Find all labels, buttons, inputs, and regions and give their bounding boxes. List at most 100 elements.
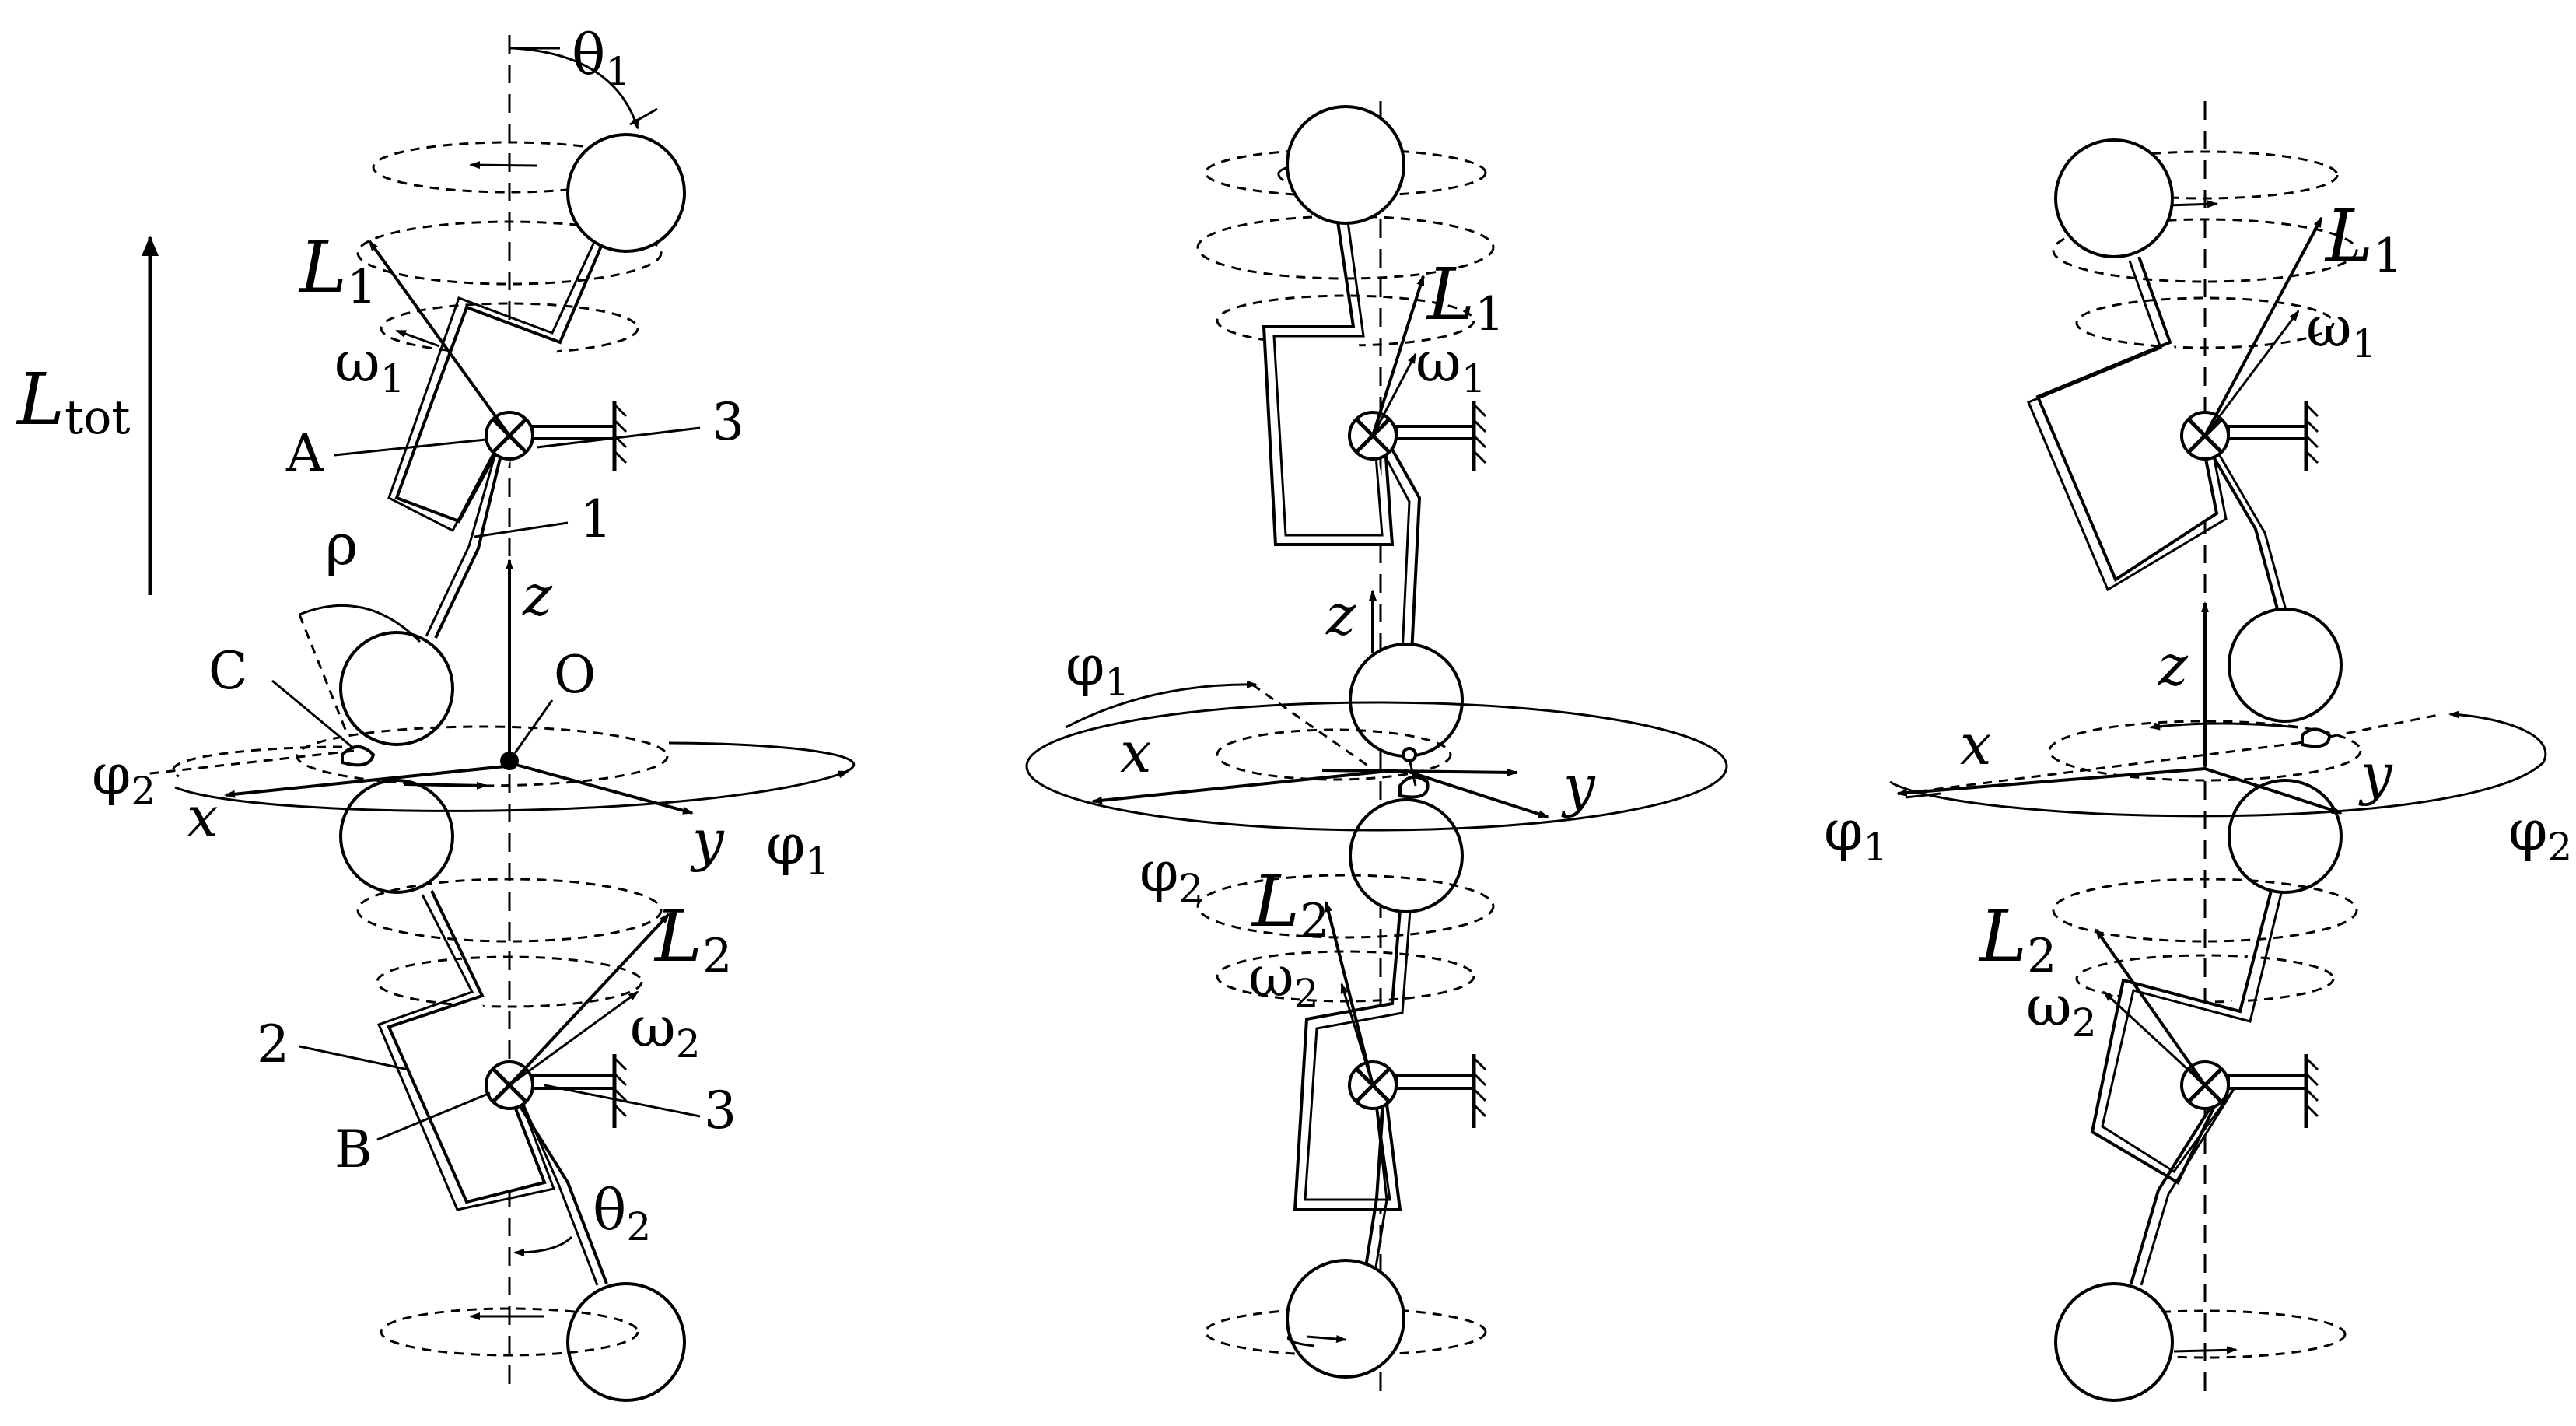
label-a: A — [285, 423, 324, 483]
omega1-label-left: ω1 — [334, 329, 405, 401]
theta2-arc — [513, 1235, 573, 1256]
orbit-middle-small-r — [2048, 720, 2362, 782]
phi1-label-left: φ1 — [766, 811, 830, 884]
z-label-middle: z — [1325, 582, 1356, 647]
theta1-end-tick — [629, 107, 658, 126]
l2-arrow-middle — [1325, 901, 1374, 1086]
top-ball-right — [2054, 138, 2174, 258]
label-2: 2 — [257, 1014, 289, 1074]
orbit-bottom-arrow-r — [2173, 1346, 2238, 1354]
l1-arrow-right — [2203, 216, 2323, 436]
upper-mid-ball-left — [339, 631, 454, 746]
lower-mid-ball-left — [339, 779, 454, 894]
z-label-left: z — [522, 562, 553, 628]
x-label-left: x — [187, 784, 219, 850]
orbit-upper-low-r — [2075, 296, 2335, 349]
panel-middle: L1 ω1 z x y φ1 φ2 — [1025, 101, 1728, 1393]
x-axis-middle — [1091, 769, 1397, 804]
x-axis-left-back — [404, 781, 488, 790]
upper-rod-r — [2035, 256, 2280, 615]
x-axis-right — [1896, 767, 2206, 797]
lower-rod-m — [1293, 909, 1402, 1273]
phi1-label-right: φ1 — [1824, 797, 1888, 870]
y-axis-right — [2204, 767, 2343, 815]
upper-mid-ball-middle — [1349, 643, 1464, 758]
l1-label-middle: L1 — [1426, 253, 1504, 342]
phi2-label-right: φ2 — [2508, 797, 2572, 870]
upper-rod-m — [1262, 221, 1422, 654]
top-ball-left — [566, 133, 686, 253]
l2-arrow-right — [2095, 928, 2207, 1087]
orbit-bottom-r — [2063, 1309, 2347, 1359]
x-axis-middle-back — [1321, 768, 1518, 776]
omega2-label-middle: ω2 — [1248, 944, 1319, 1016]
orbit-upper-mid — [356, 220, 663, 286]
bottom-ball-right — [2054, 1282, 2174, 1402]
omega2-arrow-right — [2102, 990, 2207, 1087]
y-axis-left — [513, 762, 694, 815]
support-a — [531, 425, 616, 440]
orbit-middle-big-m — [1025, 701, 1728, 832]
orbit-bottom — [380, 1307, 639, 1357]
omega2-arrow-left — [509, 990, 639, 1087]
lower-mid-ball-middle — [1349, 798, 1464, 913]
l1-arrow-middle — [1371, 275, 1425, 436]
omega2-arrow-middle — [1340, 983, 1374, 1086]
x-label-right: x — [1960, 712, 1992, 777]
orbit-lower-high-m — [1196, 874, 1495, 939]
y-label-middle: y — [1561, 753, 1596, 818]
panel-left: Ltot θ1 — [16, 22, 855, 1402]
lower-rod-inner — [376, 894, 599, 1286]
bottom-ball-middle — [1286, 1259, 1405, 1379]
l2-label-right: L2 — [1978, 895, 2056, 983]
orbit-bottom-m — [1204, 1307, 1487, 1357]
orbit-lower-high-r — [2052, 878, 2358, 943]
label-o: O — [554, 645, 596, 705]
omega2-label-right: ω2 — [2026, 973, 2097, 1046]
lower-mid-ball-right — [2228, 779, 2343, 894]
l1-label-left: L1 — [298, 226, 376, 314]
l-tot-label: Ltot — [16, 358, 130, 445]
l1-arrow-left — [368, 240, 511, 437]
theta1-label: θ1 — [572, 22, 630, 94]
upper-mid-ball-right — [2228, 608, 2343, 723]
upper-rod-m-inner — [1272, 221, 1411, 654]
phi1-arc-middle — [1065, 680, 1258, 729]
z-label-right: z — [2158, 632, 2189, 698]
omega1-arrow-left — [395, 329, 440, 348]
phi2-label-left: φ2 — [92, 741, 156, 814]
joint-c — [341, 745, 376, 767]
upper-rod-r-inner — [2027, 260, 2290, 619]
y-label-left: y — [690, 808, 725, 873]
upper-rod-inner — [387, 231, 600, 637]
l2-label-left: L2 — [653, 895, 732, 983]
l2-arrow-left — [508, 913, 670, 1087]
phi-orbit-right — [1889, 710, 2547, 818]
orbit-middle-small-m — [1216, 728, 1452, 781]
x-label-middle: x — [1120, 720, 1152, 785]
rho-arc — [299, 604, 422, 643]
orbit-top-m — [1204, 148, 1487, 198]
label-1: 1 — [579, 489, 612, 549]
lower-rod-r-inner — [2101, 892, 2283, 1286]
rho-label: ρ — [325, 512, 358, 577]
omega1-arrow-middle — [1371, 352, 1417, 436]
orbit-lower-high — [356, 878, 663, 943]
label-c: C — [208, 641, 248, 701]
phi1-orbit — [174, 741, 855, 812]
omega1-label-middle: ω1 — [1416, 329, 1486, 401]
y-axis-middle — [1403, 769, 1549, 818]
joint-c-middle — [1398, 775, 1430, 799]
label-3-upper: 3 — [712, 392, 744, 452]
phi2-label-middle: φ2 — [1139, 839, 1203, 911]
orbit-lower-mid-m — [1216, 950, 1475, 1003]
x-axis-left — [224, 765, 506, 798]
bottom-ball-left — [566, 1282, 686, 1402]
joint-c-right — [2301, 727, 2332, 748]
orbit-lower-mid — [376, 955, 643, 1008]
theta1-arc — [513, 47, 639, 130]
panel-right: L1 ω1 z x y φ1 φ2 — [1824, 101, 2572, 1402]
l2-label-middle: L2 — [1251, 860, 1329, 948]
orbit-top-r — [2071, 150, 2339, 200]
y-label-right: y — [2358, 741, 2393, 807]
